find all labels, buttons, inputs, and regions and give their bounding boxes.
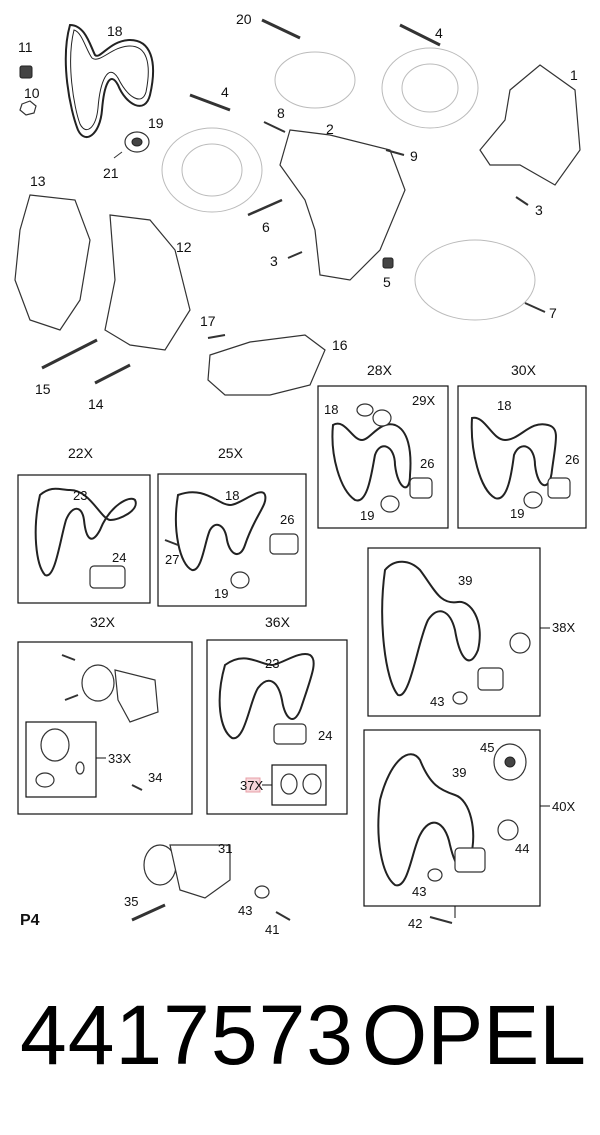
kit-36x-item-b: 24: [318, 728, 332, 743]
callout-3a: 3: [535, 202, 543, 218]
callout-19: 19: [148, 115, 164, 131]
kit-40x: 45 39 40X 44 43 42: [363, 729, 575, 931]
callout-41: 41: [265, 922, 279, 937]
kit-30x-item-c: 19: [510, 506, 524, 521]
kit-38x-title: 38X: [552, 620, 575, 635]
kit-36x: 36X 23 24 37X: [206, 614, 348, 815]
kit-28x-item-a: 18: [324, 402, 338, 417]
kit-40x-item-a: 45: [480, 740, 494, 755]
kit-40x-item-e: 42: [408, 916, 422, 931]
callout-3b: 3: [270, 253, 278, 269]
kit-22x-item-a: 23: [73, 488, 87, 503]
kit-30x-item-a: 18: [497, 398, 511, 413]
callout-21: 21: [103, 165, 119, 181]
callout-34: 34: [148, 770, 162, 785]
kit-36x-sub-37x: 37X: [240, 778, 263, 793]
kit-25x-item-b: 26: [280, 512, 294, 527]
loose-parts: 31 35 43 41: [124, 841, 291, 937]
callout-16: 16: [332, 337, 348, 353]
kit-30x: 30X 18 26 19: [457, 362, 587, 529]
kit-38x: 39 38X 43: [367, 547, 575, 717]
kit-38x-item-b: 43: [430, 694, 444, 709]
callout-7: 7: [549, 305, 557, 321]
callout-9: 9: [410, 148, 418, 164]
callout-31: 31: [218, 841, 232, 856]
kit-40x-title: 40X: [552, 799, 575, 814]
kit-28x-item-b: 29X: [412, 393, 435, 408]
kit-22x: 22X 23 24: [17, 445, 151, 604]
callout-6: 6: [262, 219, 270, 235]
kit-40x-item-b: 39: [452, 765, 466, 780]
callout-18: 18: [107, 23, 123, 39]
kit-40x-item-c: 44: [515, 841, 529, 856]
kit-25x-item-d: 19: [214, 586, 228, 601]
product-footer: 4417573 OPEL: [0, 985, 600, 1115]
kit-36x-title: 36X: [265, 614, 291, 630]
kit-25x-title: 25X: [218, 445, 244, 461]
callout-14: 14: [88, 396, 104, 412]
callout-35: 35: [124, 894, 138, 909]
callout-17: 17: [200, 313, 216, 329]
kit-32x-title: 32X: [90, 614, 116, 630]
brand-name: OPEL: [361, 988, 586, 1082]
kit-30x-title: 30X: [511, 362, 537, 378]
kit-25x: 25X 18 26 27 19: [157, 445, 307, 607]
callout-4a: 4: [435, 25, 443, 41]
kit-25x-item-c: 27: [165, 552, 179, 567]
kit-28x-title: 28X: [367, 362, 393, 378]
kit-22x-item-b: 24: [112, 550, 126, 565]
top-exploded-view: 18 11 10 19 21 20 4 4 1 3 2 8: [14, 11, 581, 412]
callout-4b: 4: [221, 84, 229, 100]
kit-32x-sub-33x: 33X: [108, 751, 131, 766]
kit-32x: 32X 33X 34: [17, 614, 193, 815]
kit-25x-item-a: 18: [225, 488, 239, 503]
callout-12: 12: [176, 239, 192, 255]
kit-40x-item-d: 43: [412, 884, 426, 899]
callout-13: 13: [30, 173, 46, 189]
callout-5: 5: [383, 274, 391, 290]
callout-1: 1: [570, 67, 578, 83]
callout-20: 20: [236, 11, 252, 27]
callout-8: 8: [277, 105, 285, 121]
kit-22x-title: 22X: [68, 445, 94, 461]
kit-36x-item-a: 23: [265, 656, 279, 671]
kit-30x-item-b: 26: [565, 452, 579, 467]
part-number: 4417573: [20, 988, 355, 1082]
callout-11: 11: [18, 39, 33, 55]
parts-diagram: 18 11 10 19 21 20 4 4 1 3 2 8: [14, 11, 587, 937]
kit-28x: 28X 18 29X 26 19: [317, 362, 449, 529]
kit-38x-item-a: 39: [458, 573, 472, 588]
kit-28x-item-c: 26: [420, 456, 434, 471]
page-label: P4: [20, 912, 40, 929]
callout-10: 10: [24, 85, 40, 101]
kit-28x-item-d: 19: [360, 508, 374, 523]
callout-43: 43: [238, 903, 252, 918]
callout-2: 2: [326, 121, 334, 137]
callout-15: 15: [35, 381, 51, 397]
